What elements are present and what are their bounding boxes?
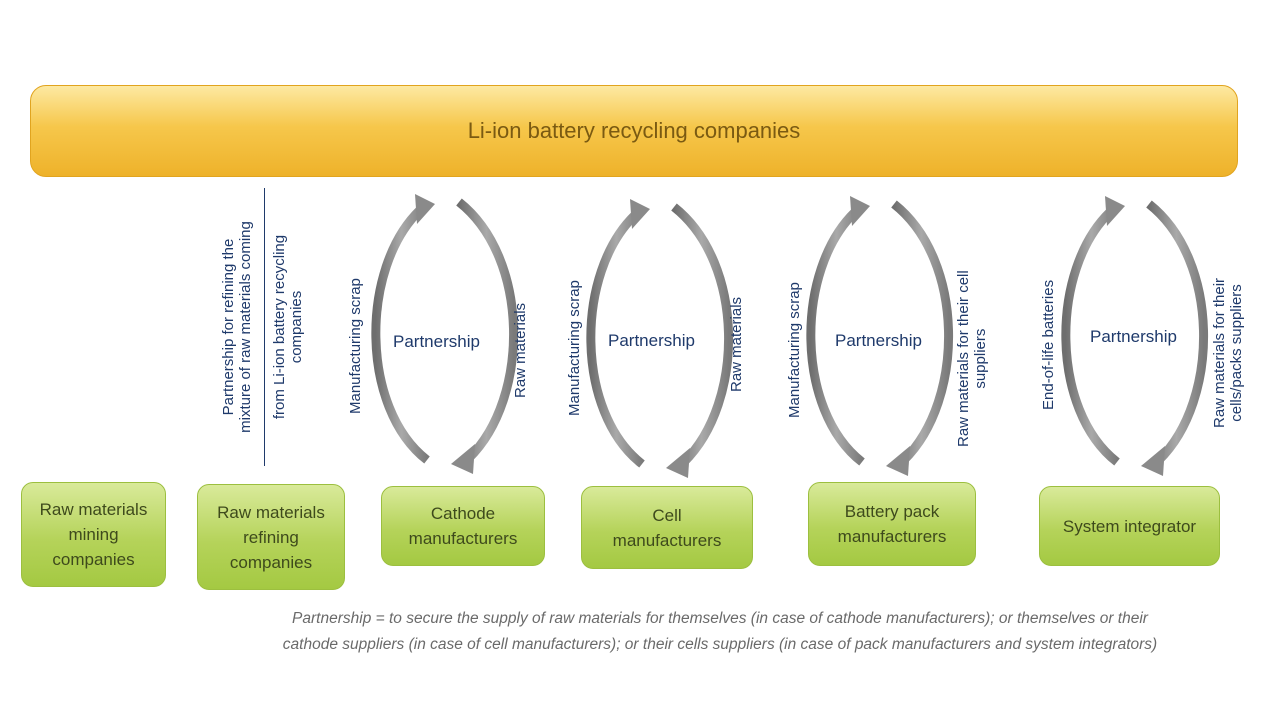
integrator-supply-arrowhead <box>1141 446 1165 476</box>
cell-supply-arrowhead <box>666 448 690 478</box>
pack-partnership-label: Partnership <box>835 331 922 350</box>
cathode-manufacturers-label: Cathode manufacturers <box>408 504 518 548</box>
mining-companies-box: Raw materials mining companies <box>21 482 166 587</box>
pack-raw-materials-line-2: suppliers <box>972 328 989 389</box>
recycling-companies-bar: Li-ion battery recycling companies <box>30 85 1238 177</box>
recycling-companies-label: Li-ion battery recycling companies <box>467 118 801 143</box>
integrator-scrap-arrowhead <box>1105 196 1125 226</box>
system-integrator-box: System integrator <box>1039 486 1220 566</box>
refining-partnership-line-1: Partnership for refining the <box>220 238 237 416</box>
refining-companies-box: Raw materials refining companies <box>197 484 345 590</box>
cathode-scrap-arrowhead <box>415 194 435 224</box>
pack-raw-materials-line-1: Raw materials for their cell <box>955 270 972 447</box>
cell-partnership-label: Partnership <box>608 331 695 350</box>
cell-scrap-label: Manufacturing scrap <box>566 280 583 416</box>
pack-supply-arrowhead <box>886 446 910 476</box>
pack-raw-materials-label: Raw materials for their cell suppliers <box>955 270 989 447</box>
pack-manufacturers-label: Battery pack manufacturers <box>837 502 947 546</box>
refining-partnership-line-4: companies <box>288 290 305 364</box>
cell-scrap-arrowhead <box>630 199 650 229</box>
pack-scrap-label: Manufacturing scrap <box>786 282 803 418</box>
refining-partnership-label: Partnership for refining the mixture of … <box>220 188 305 466</box>
integrator-raw-materials-label: Raw materials for their cells/packs supp… <box>1211 278 1245 428</box>
cathode-manufacturers-box: Cathode manufacturers <box>381 486 545 566</box>
cell-scrap-arrow <box>586 211 645 468</box>
cathode-raw-materials-label: Raw materials <box>512 302 529 398</box>
note-line-2: cathode suppliers (in case of cell manuf… <box>282 636 1158 653</box>
pack-supply-arrow <box>891 200 953 464</box>
pack-manufacturers-box: Battery pack manufacturers <box>808 482 976 566</box>
partnership-definition-note: Partnership = to secure the supply of ra… <box>190 606 1250 658</box>
integrator-raw-materials-line-2: cells/packs suppliers <box>1228 284 1245 422</box>
integrator-partnership-label: Partnership <box>1090 327 1177 346</box>
note-line-1: Partnership = to secure the supply of ra… <box>292 610 1148 627</box>
mining-companies-label: Raw materials mining companies <box>39 500 148 569</box>
cell-manufacturers-box: Cell manufacturers <box>581 486 753 569</box>
cathode-scrap-label: Manufacturing scrap <box>347 278 364 414</box>
integrator-scrap-arrow <box>1061 208 1120 466</box>
cathode-partnership-label: Partnership <box>393 332 480 351</box>
cathode-supply-arrowhead <box>451 444 475 474</box>
integrator-raw-materials-line-1: Raw materials for their <box>1211 277 1228 428</box>
cathode-supply-arrow <box>456 198 518 462</box>
integrator-eol-label: End-of-life batteries <box>1040 279 1057 410</box>
refining-divider <box>264 188 265 466</box>
refining-companies-label: Raw materials refining companies <box>217 502 325 572</box>
pack-scrap-arrowhead <box>850 196 870 226</box>
cathode-scrap-arrow <box>371 206 430 464</box>
integrator-supply-arrow <box>1146 200 1208 464</box>
cell-raw-materials-label: Raw materials <box>728 296 745 392</box>
cell-manufacturers-label: Cell manufacturers <box>612 505 722 550</box>
refining-partnership-line-3: from Li-ion battery recycling <box>271 234 288 420</box>
pack-scrap-arrow <box>806 208 865 466</box>
refining-partnership-line-2: mixture of raw materials coming <box>237 221 254 433</box>
system-integrator-label: System integrator <box>1062 516 1197 536</box>
cell-supply-arrow <box>671 203 733 466</box>
